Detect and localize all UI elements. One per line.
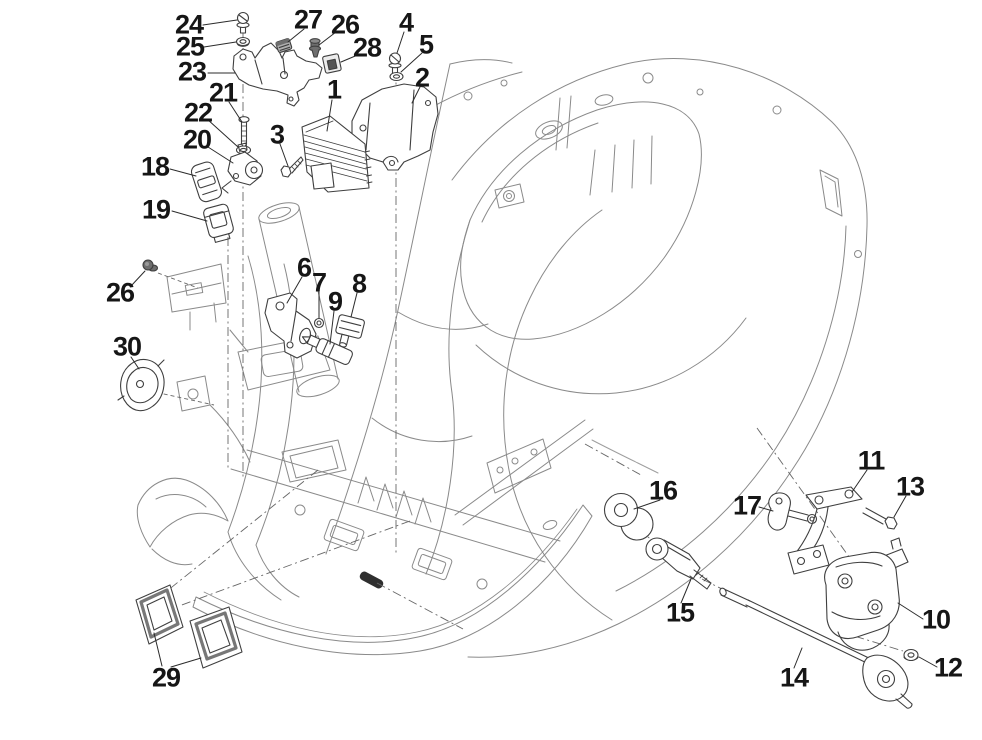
part-26-clip-left xyxy=(142,259,159,272)
part-3-screw xyxy=(280,156,304,178)
part-15-tie-rod-end xyxy=(645,537,712,590)
part-6-bracket xyxy=(264,292,317,359)
part-17-clamp xyxy=(767,492,818,531)
part-12-nut xyxy=(903,648,919,662)
part-13-bolt xyxy=(862,507,898,530)
part-25-nut xyxy=(235,36,251,47)
part-29-gaskets xyxy=(135,584,243,669)
part-9-sensor xyxy=(301,334,353,365)
part-7-washer xyxy=(313,317,325,329)
part-20-latch xyxy=(221,142,264,194)
part-23-support-bracket xyxy=(232,42,323,107)
part-26-clip-top xyxy=(308,38,322,58)
part-16-bushing xyxy=(603,492,654,541)
part-24-screw xyxy=(236,11,250,34)
part-2-regulator-bracket xyxy=(351,83,439,171)
part-5-nut xyxy=(389,71,404,82)
rubber-pin xyxy=(359,571,384,589)
part-28-clip-nut xyxy=(322,53,342,74)
part-14-rod xyxy=(719,587,913,709)
part-19-connector xyxy=(203,203,234,243)
part-1-voltage-regulator xyxy=(301,115,373,193)
leader-lines xyxy=(130,19,938,669)
part-30-cover-plate xyxy=(117,358,165,412)
part-10-actuator xyxy=(824,537,909,651)
part-18-switch xyxy=(190,161,223,203)
part-4-screw xyxy=(388,52,402,74)
